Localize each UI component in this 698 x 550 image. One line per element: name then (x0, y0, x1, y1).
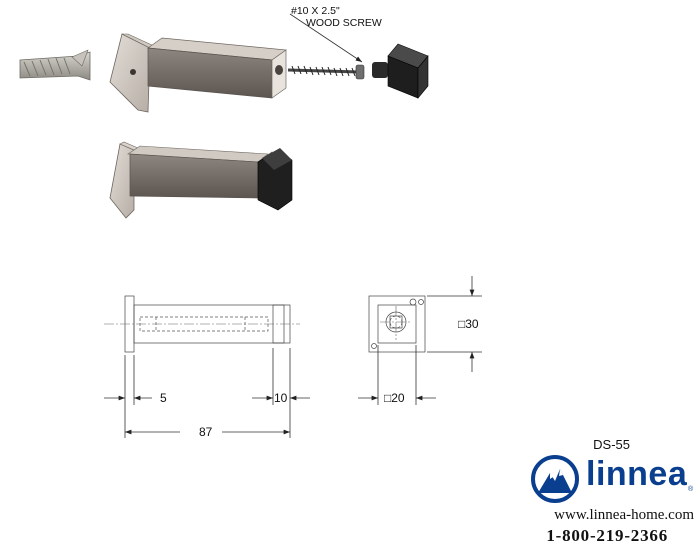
stopper-body (147, 37, 287, 99)
wall-anchor (19, 49, 91, 81)
exploded-view: #10 X 2.5" WOOD SCREW (19, 5, 429, 113)
wood-screw (287, 64, 365, 80)
dim-body-square: □20 (384, 391, 405, 405)
dim-cap-length: 10 (274, 391, 288, 405)
assembled-view (109, 141, 293, 219)
linnea-logo-icon (531, 455, 579, 503)
rubber-cap (372, 43, 429, 99)
phone-number: 1-800-219-2366 (546, 526, 668, 545)
model-number: DS-55 (593, 437, 630, 452)
dim-flange-thickness: 5 (160, 391, 167, 405)
dim-overall-length: 87 (199, 425, 213, 439)
brand-name: linnea (586, 455, 688, 493)
end-view: □20 □30 (358, 276, 482, 405)
dim-base-square: □30 (458, 317, 479, 331)
website-link[interactable]: www.linnea-home.com (554, 507, 694, 523)
brand-registered-mark: ® (688, 486, 694, 493)
side-view: 5 10 87 (104, 295, 310, 439)
base-plate (109, 33, 155, 113)
screw-callout-line2: WOOD SCREW (306, 17, 382, 29)
screw-callout-line1: #10 X 2.5" (291, 5, 340, 17)
